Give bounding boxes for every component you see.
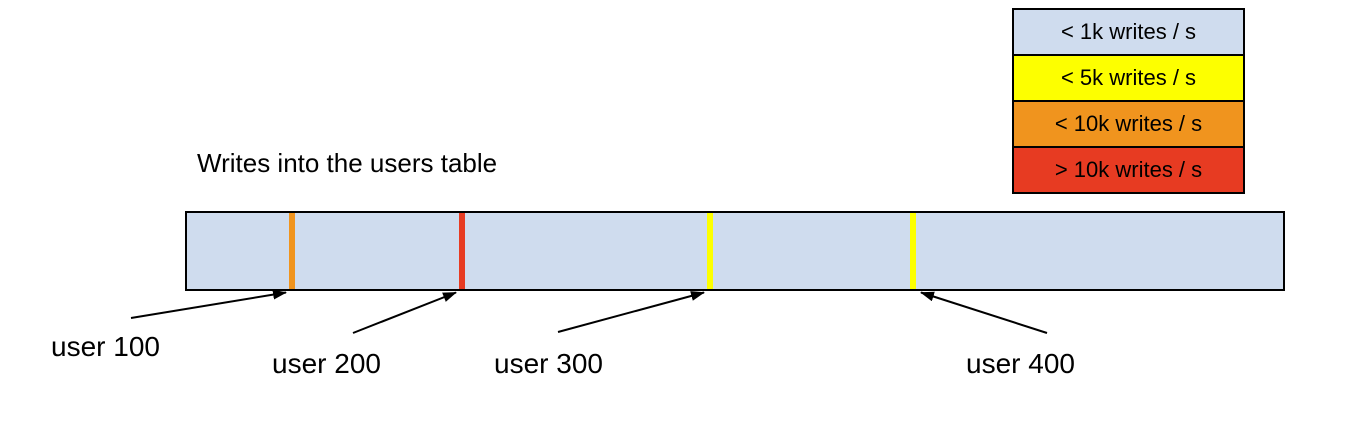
legend-item-label: < 10k writes / s [1054,111,1203,136]
label-user-300: user 300 [494,348,603,379]
legend-item-gt-10k: > 10k writes / s [1012,146,1245,194]
hotspot-marker-user-100 [289,213,295,289]
hotspot-marker-user-300 [707,213,713,289]
arrow-user-100 [130,289,287,319]
diagram-title: Writes into the users table [197,148,498,178]
hotspot-marker-user-200 [459,213,465,289]
legend-item-label: < 1k writes / s [1060,19,1197,44]
users-table-bar [185,211,1285,291]
arrow-user-400 [920,291,1048,334]
arrow-user-200 [352,291,457,334]
label-user-200: user 200 [272,348,381,379]
legend-item-label: > 10k writes / s [1054,157,1203,182]
label-user-100: user 100 [51,331,160,362]
hotspot-marker-user-400 [910,213,916,289]
label-user-400: user 400 [966,348,1075,379]
arrow-user-300 [557,291,705,333]
legend-item-lt-1k: < 1k writes / s [1012,8,1245,56]
legend-item-lt-5k: < 5k writes / s [1012,54,1245,102]
legend-item-lt-10k: < 10k writes / s [1012,100,1245,148]
legend: < 1k writes / s < 5k writes / s < 10k writ… [1012,8,1245,194]
legend-item-label: < 5k writes / s [1060,65,1197,90]
